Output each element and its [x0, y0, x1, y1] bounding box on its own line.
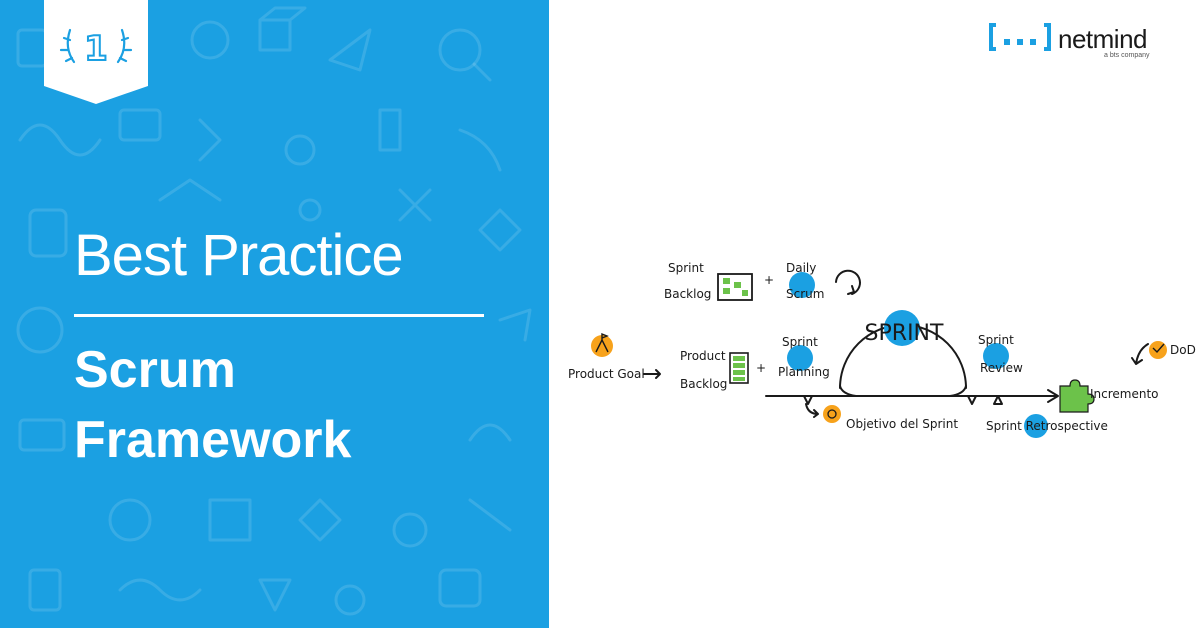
daily-scrum-line-1: Daily	[786, 261, 816, 275]
arrow-objective	[805, 403, 819, 418]
review-marker-icon	[967, 395, 977, 405]
pretitle: Best Practice	[74, 223, 404, 288]
sprint-planning-dot-icon	[787, 345, 813, 371]
product-backlog-line-1: Product	[680, 349, 726, 363]
sprint-review-line-1: Sprint	[978, 333, 1014, 347]
sprint-planning-line-2: Planning	[778, 365, 830, 379]
divider-line	[74, 314, 484, 317]
sprint-backlog-line-2: Backlog	[664, 287, 711, 301]
increment-puzzle-icon	[1059, 379, 1095, 413]
increment-label: Incremento	[1090, 387, 1159, 401]
sprint-backlog-line-1: Sprint	[668, 261, 704, 275]
badge-number: 1	[84, 29, 108, 69]
sprint-review-line-2: Review	[980, 361, 1023, 375]
title-line-1: Scrum	[74, 341, 236, 399]
product-backlog-line-2: Backlog	[680, 377, 727, 391]
logo-name: netmind	[1058, 24, 1148, 54]
netmind-logo: netmind a bts company	[988, 22, 1168, 62]
logo-bracket-icon	[989, 23, 1051, 51]
product-backlog-list-icon	[729, 352, 749, 384]
retrospective-label: Sprint Retrospective	[986, 419, 1108, 433]
scrum-diagram: SPRINT Sprint Backlog + Daily Scrum Prod…	[568, 261, 1196, 438]
award-badge-icon: 1	[44, 0, 148, 104]
arrow-dod	[1131, 343, 1149, 365]
cycle-arrow-icon	[835, 269, 861, 295]
doodle-pattern	[16, 6, 532, 616]
plus-2: +	[756, 361, 766, 375]
title-line-2: Framework	[74, 411, 352, 469]
banner-panel: 1 Best Practice Scrum Framework	[0, 0, 549, 628]
product-goal-label: Product Goal	[568, 367, 645, 381]
objective-label: Objetivo del Sprint	[846, 417, 958, 431]
retrospective-dot-icon	[1024, 414, 1048, 438]
dod-label: DoD	[1170, 343, 1196, 357]
objective-target-icon	[823, 405, 841, 423]
daily-scrum-dot-icon	[789, 272, 815, 298]
plus-1: +	[764, 273, 774, 287]
timeline-arrow-icon	[1047, 389, 1059, 403]
sprint-backlog-board-icon	[717, 273, 753, 301]
arrow-product-goal	[643, 369, 661, 379]
logo-tagline: a bts company	[1104, 52, 1150, 59]
daily-scrum-line-2: Scrum	[786, 287, 824, 301]
sprint-label: SPRINT	[865, 321, 944, 346]
retro-marker-icon	[993, 395, 1003, 405]
planning-marker-icon	[803, 395, 813, 405]
sprint-dot-icon	[884, 310, 920, 346]
sprint-planning-line-1: Sprint	[782, 335, 818, 349]
sprint-review-dot-icon	[983, 343, 1009, 369]
